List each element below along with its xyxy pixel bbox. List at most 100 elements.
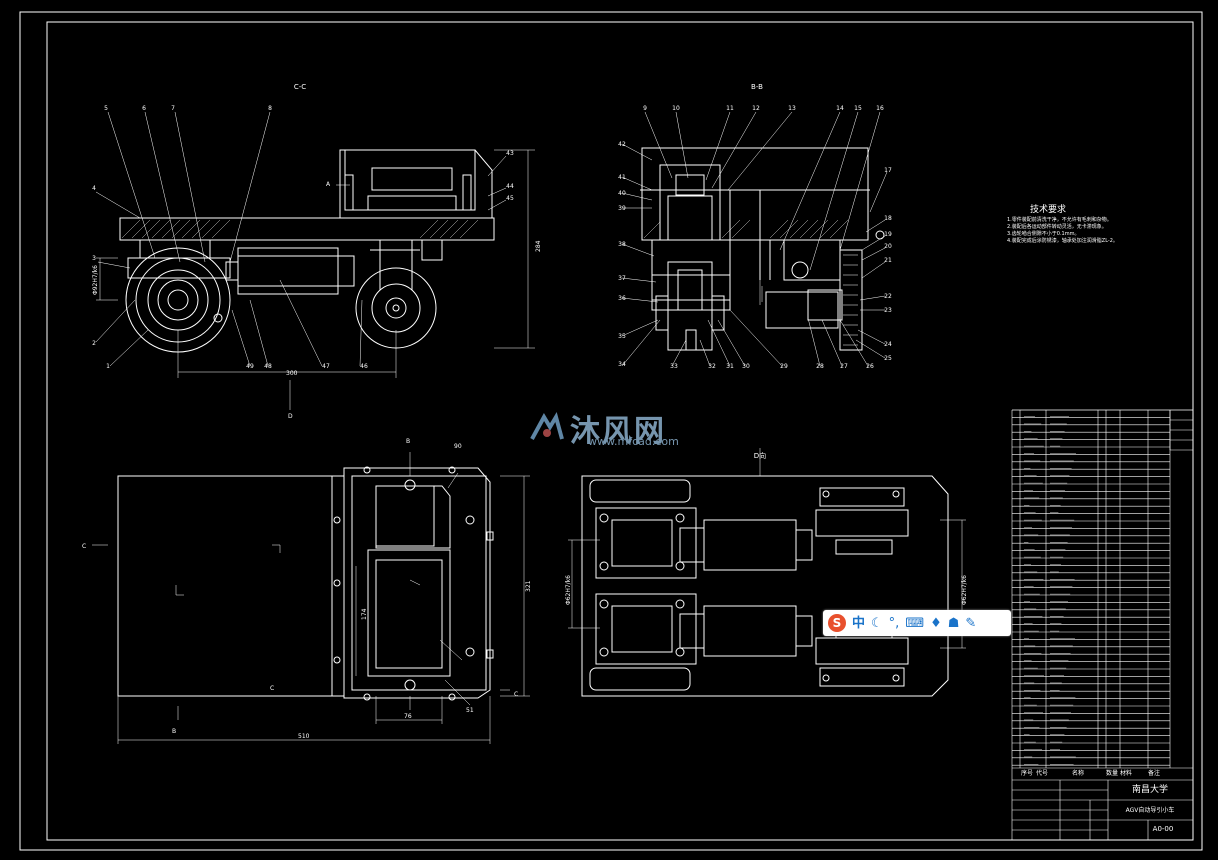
part-callout: 1 (106, 363, 110, 370)
header-col: 序号 (1021, 769, 1033, 777)
parts-list (1011, 409, 1193, 840)
tech-req-line: 2.装配后各运动部件转动灵活，无卡滞现象。 (1007, 223, 1107, 230)
part-callout: 3 (92, 255, 96, 262)
header-col: 名称 (1072, 769, 1084, 777)
watermark-logo-icon (530, 411, 564, 440)
part-callout: 15 (854, 105, 862, 112)
part-callout: 22 (884, 293, 892, 300)
part-callout: 19 (884, 231, 892, 238)
site-watermark: 沐风网 www.mfcad.com (528, 406, 679, 450)
part-callout: 38 (618, 241, 626, 248)
inner-border (46, 21, 1194, 841)
part-callout: 8 (268, 105, 272, 112)
section-mark-c-left: C (82, 543, 86, 550)
part-callout: 41 (618, 174, 626, 181)
part-callout: 7 (171, 105, 175, 112)
part-callout: 44 (506, 183, 514, 190)
part-callout: 39 (618, 205, 626, 212)
dim-cc-height: 284 (535, 240, 542, 252)
watermark-url: www.mfcad.com (588, 435, 679, 448)
dim-plan-height: 321 (525, 580, 532, 592)
view-cc (95, 111, 535, 410)
dim-dview-right: Φ62H7/k6 (961, 575, 968, 605)
part-callout: 30 (742, 363, 750, 370)
part-callout: 6 (142, 105, 146, 112)
part-callout: 4 (92, 185, 96, 192)
part-callout: 18 (884, 215, 892, 222)
view-bb (621, 111, 888, 367)
part-callout: 23 (884, 307, 892, 314)
part-callout: 31 (726, 363, 734, 370)
part-callout: 26 (866, 363, 874, 370)
section-mark-b-bot: B (172, 728, 176, 735)
view-plan (92, 452, 530, 744)
moon-icon[interactable]: ☾ (871, 615, 883, 631)
part-callout: 32 (708, 363, 716, 370)
ime-toolbar[interactable]: S 中 ☾ °, ⌨ ♦ ☗ ✎ (823, 610, 1011, 636)
part-callout: 49 (246, 363, 254, 370)
header-col: 材料 (1120, 769, 1132, 777)
part-callout: 36 (618, 295, 626, 302)
part-callout: 10 (672, 105, 680, 112)
view-d-label: D向 (754, 451, 766, 460)
part-callout: 43 (506, 150, 514, 157)
part-callout: 2 (92, 340, 96, 347)
title-block: 南昌大学 AGV自动导引小车 A0-00 序号 代号 名称 数量 材料 备注 (1021, 769, 1174, 833)
dim-dview-left: Φ62H7/k6 (565, 575, 572, 605)
header-col: 代号 (1036, 769, 1048, 777)
section-mark-c-right: C (514, 691, 518, 698)
part-callout: 5 (104, 105, 108, 112)
watermark-name: 沐风网 (570, 414, 666, 449)
part-callout: 17 (884, 167, 892, 174)
drawing-name: AGV自动导引小车 (1126, 806, 1175, 814)
school-name: 南昌大学 (1132, 783, 1168, 795)
drawing-number: A0-00 (1153, 825, 1174, 833)
tech-req-line: 3.齿轮啮合侧隙不小于0.1mm。 (1007, 230, 1079, 237)
tech-req-title: 技术要求 (1030, 203, 1066, 215)
view-bb-label: B-B (751, 83, 763, 91)
part-callout: 48 (264, 363, 272, 370)
dim-plan-width: 510 (298, 733, 310, 740)
sogou-logo-icon[interactable]: S (828, 614, 846, 632)
part-callout: 42 (618, 141, 626, 148)
tech-req-line: 4.装配完成后涂防锈漆，轴承处加注润滑脂ZL-2。 (1007, 237, 1118, 244)
part-callout: 20 (884, 243, 892, 250)
part-callout: 40 (618, 190, 626, 197)
part-callout: 27 (840, 363, 848, 370)
keyboard-icon[interactable]: ⌨ (905, 615, 925, 631)
view-cc-label: C-C (294, 83, 306, 91)
plan-tag-51: 51 (466, 707, 474, 714)
tools-icon[interactable]: ✎ (965, 615, 977, 631)
section-mark-b-top: B (406, 438, 410, 445)
tech-requirements: 技术要求 1.零件装配前清洗干净，不允许有毛刺和杂物。 2.装配后各运动部件转动… (1007, 203, 1118, 244)
part-callout: 37 (618, 275, 626, 282)
part-callout: 14 (836, 105, 844, 112)
part-callout: 11 (726, 105, 734, 112)
part-callout: 12 (752, 105, 760, 112)
dim-plan-inner-h: 174 (361, 608, 368, 620)
view-d (568, 448, 966, 697)
part-callout: 21 (884, 257, 892, 264)
section-mark-a: A (326, 181, 331, 188)
dim-plan-inner-w: 76 (404, 713, 412, 720)
voice-icon[interactable]: ♦ (930, 615, 942, 631)
section-mark-d: D (288, 413, 293, 420)
part-callout: 25 (884, 355, 892, 362)
part-callout: 35 (618, 333, 626, 340)
part-callout: 13 (788, 105, 796, 112)
part-callout: 29 (780, 363, 788, 370)
part-callout: 47 (322, 363, 330, 370)
part-callout: 46 (360, 363, 368, 370)
ime-lang-toggle[interactable]: 中 (852, 615, 866, 631)
punctuation-icon[interactable]: °, (888, 615, 900, 631)
part-callout: 24 (884, 341, 892, 348)
section-mark-c-mid: C (270, 685, 274, 692)
part-callout: 9 (643, 105, 647, 112)
dim-cc-left: Φ92H7/k6 (92, 265, 99, 295)
part-callout: 34 (618, 361, 626, 368)
header-col: 备注 (1148, 769, 1160, 777)
part-callout: 16 (876, 105, 884, 112)
skin-icon[interactable]: ☗ (947, 615, 960, 631)
